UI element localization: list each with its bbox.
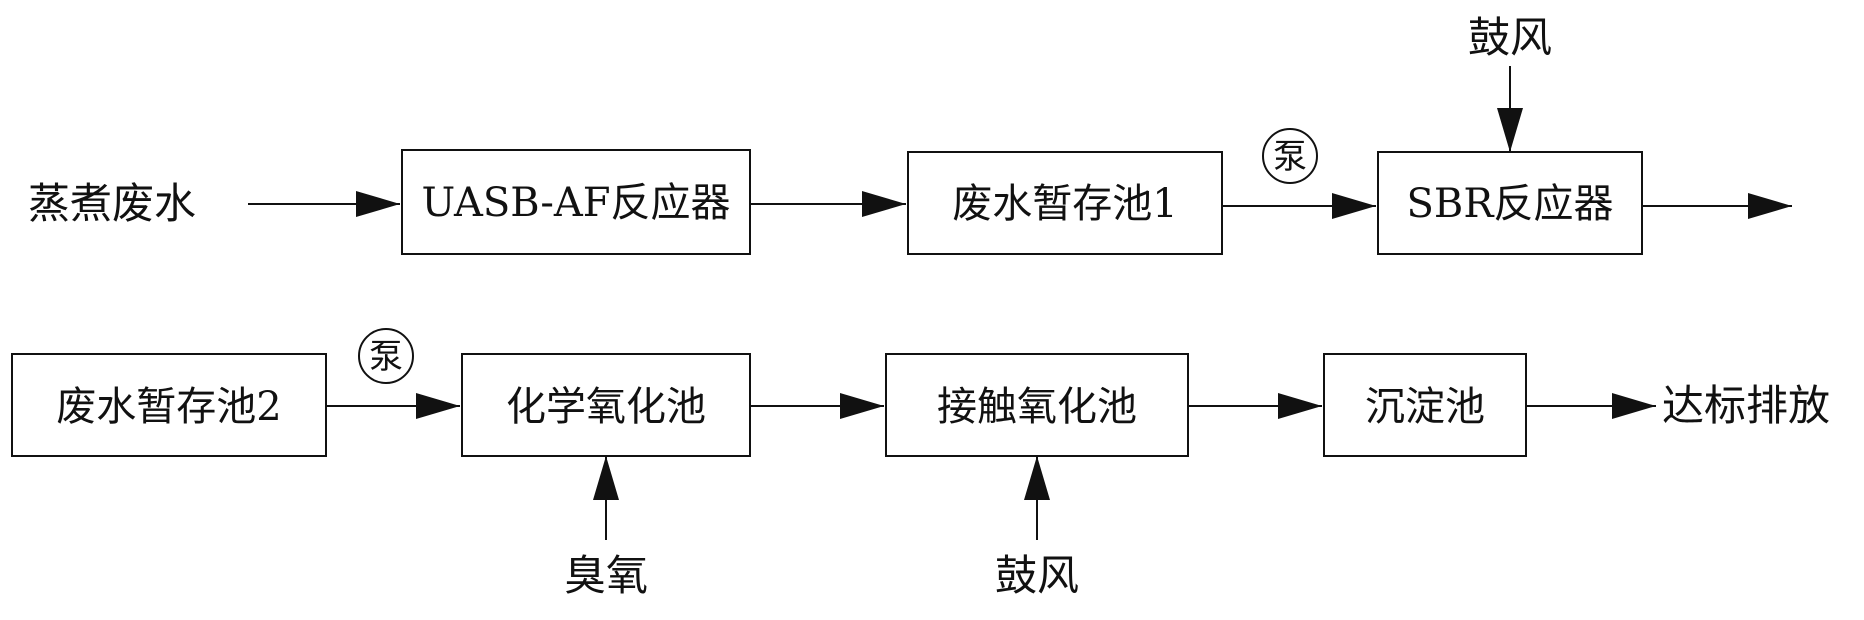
pump1: 泵 bbox=[1262, 128, 1318, 184]
pump2-circle bbox=[358, 328, 414, 384]
node-storage1-label: 废水暂存池1 bbox=[952, 181, 1177, 227]
blower-bottom-label: 鼓风 bbox=[995, 551, 1079, 600]
blower-top-label: 鼓风 bbox=[1468, 13, 1552, 62]
node-uasb-af: UASB-AF反应器 bbox=[401, 149, 751, 255]
node-sbr: SBR反应器 bbox=[1377, 151, 1643, 255]
discharge-label: 达标排放 bbox=[1662, 381, 1830, 430]
node-storage2: 废水暂存池2 bbox=[11, 353, 327, 457]
node-contact-ox: 接触氧化池 bbox=[885, 353, 1189, 457]
pump2-label: 泵 bbox=[369, 337, 403, 377]
node-chem-ox-label: 化学氧化池 bbox=[506, 384, 706, 430]
node-sediment: 沉淀池 bbox=[1323, 353, 1527, 457]
node-sbr-label: SBR反应器 bbox=[1407, 181, 1614, 227]
source-label: 蒸煮废水 bbox=[28, 179, 196, 228]
pump2: 泵 bbox=[358, 328, 414, 384]
node-storage2-label: 废水暂存池2 bbox=[56, 384, 281, 430]
pump1-circle bbox=[1262, 128, 1318, 184]
node-chem-ox: 化学氧化池 bbox=[461, 353, 751, 457]
node-storage1: 废水暂存池1 bbox=[907, 151, 1223, 255]
ozone-label: 臭氧 bbox=[564, 551, 648, 600]
node-contact-ox-label: 接触氧化池 bbox=[937, 384, 1137, 430]
pump1-label: 泵 bbox=[1273, 137, 1307, 177]
node-sediment-label: 沉淀池 bbox=[1365, 384, 1485, 430]
node-uasb-af-label: UASB-AF反应器 bbox=[421, 180, 730, 226]
